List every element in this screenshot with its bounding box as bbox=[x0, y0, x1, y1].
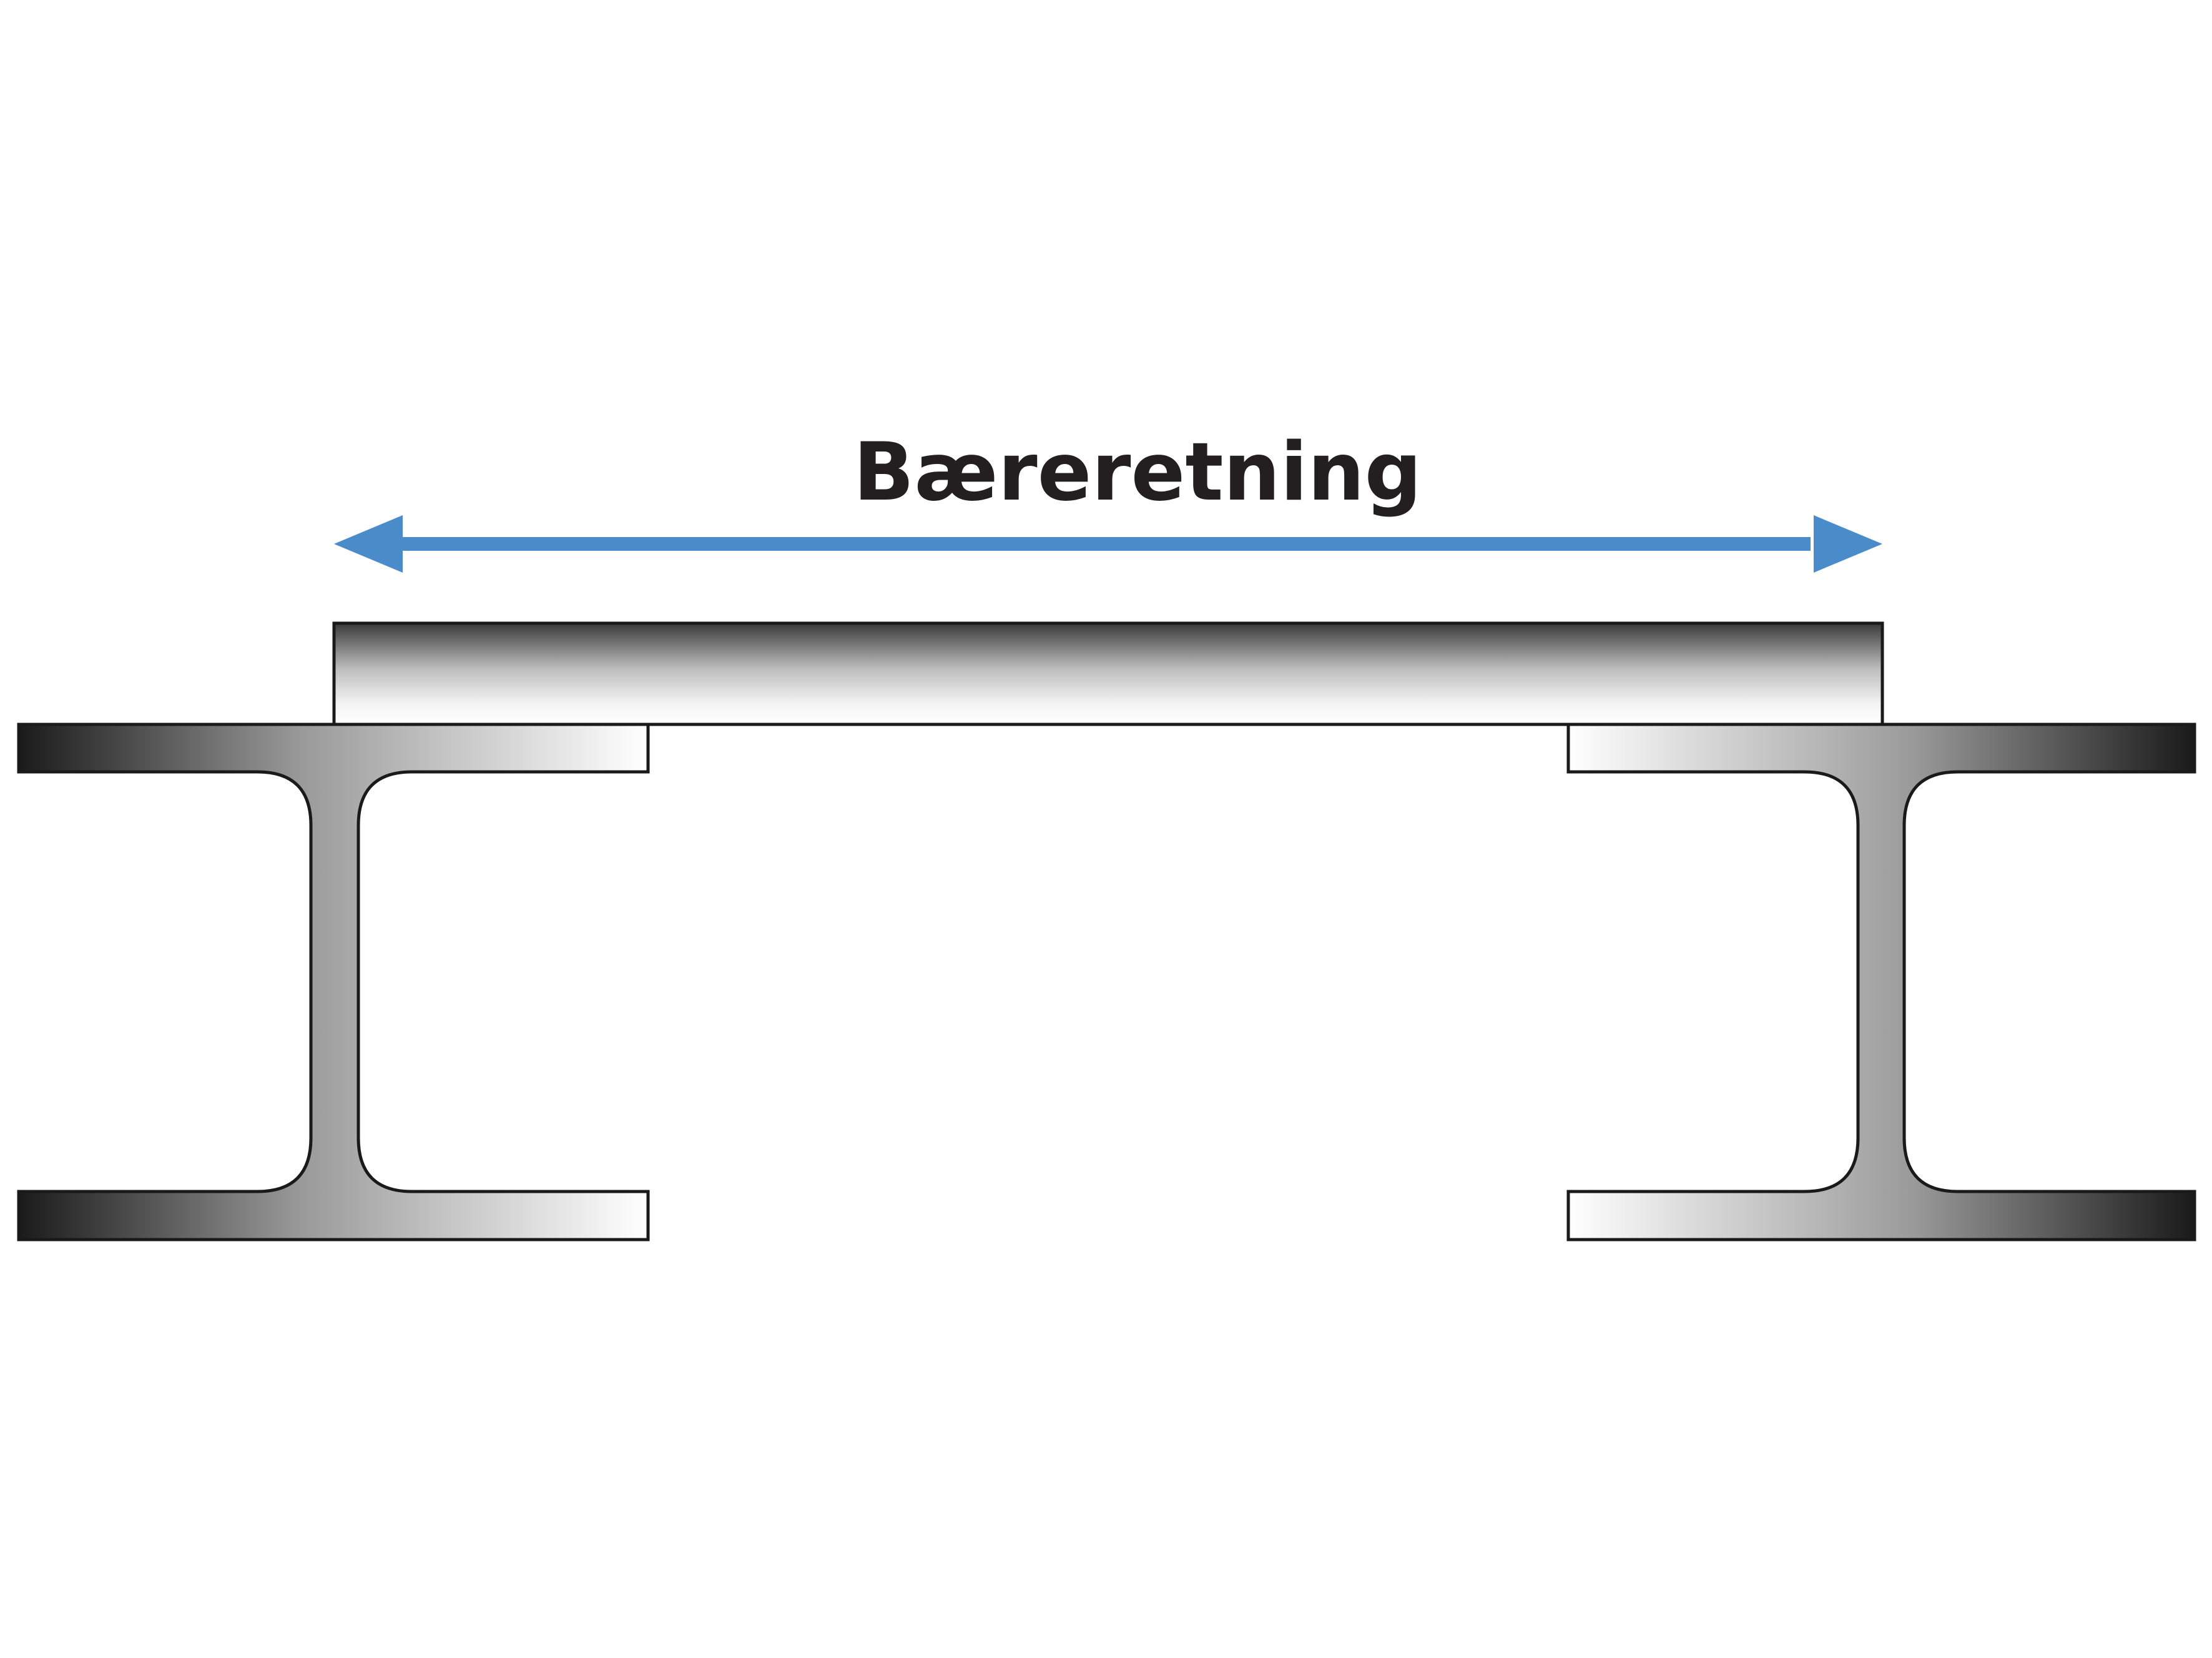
load-direction-label: Bæreretning bbox=[853, 426, 1422, 519]
arrow-head-left-icon bbox=[334, 515, 403, 573]
bearing-plank bbox=[332, 621, 1884, 726]
arrow-shaft bbox=[400, 537, 1811, 551]
left-i-beam bbox=[17, 723, 650, 1241]
double-arrow bbox=[334, 515, 1882, 573]
right-i-beam bbox=[1566, 723, 2196, 1241]
arrow-head-right-icon bbox=[1814, 515, 1882, 573]
